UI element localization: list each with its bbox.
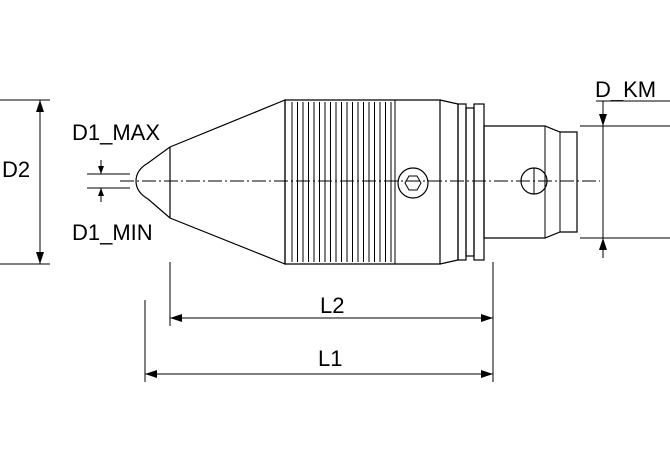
dimension-l1: L1: [144, 300, 494, 382]
label-d1-min: D1_MIN: [72, 220, 153, 245]
knurl-lines: [291, 102, 392, 262]
dimension-d-km: D_KM: [580, 77, 670, 258]
nose-tip: [135, 146, 171, 219]
label-l1: L1: [318, 346, 342, 371]
label-d1-max: D1_MAX: [72, 120, 160, 145]
dimension-d1: D1_MAX D1_MIN: [72, 120, 160, 245]
nose-cone: [169, 99, 286, 265]
dimension-l2: L2: [169, 262, 494, 326]
chuck-outline: [120, 99, 600, 265]
groove-ring-1: [457, 103, 467, 261]
label-d2: D2: [2, 157, 30, 182]
collar: [439, 99, 459, 265]
groove-ring-3: [473, 103, 485, 261]
dimension-d2: D2: [0, 99, 50, 265]
hex-screw-icon: [397, 167, 429, 199]
groove-ring-2: [465, 107, 475, 257]
label-d-km: D_KM: [595, 77, 656, 102]
shank: [483, 125, 578, 239]
label-l2: L2: [320, 293, 344, 318]
